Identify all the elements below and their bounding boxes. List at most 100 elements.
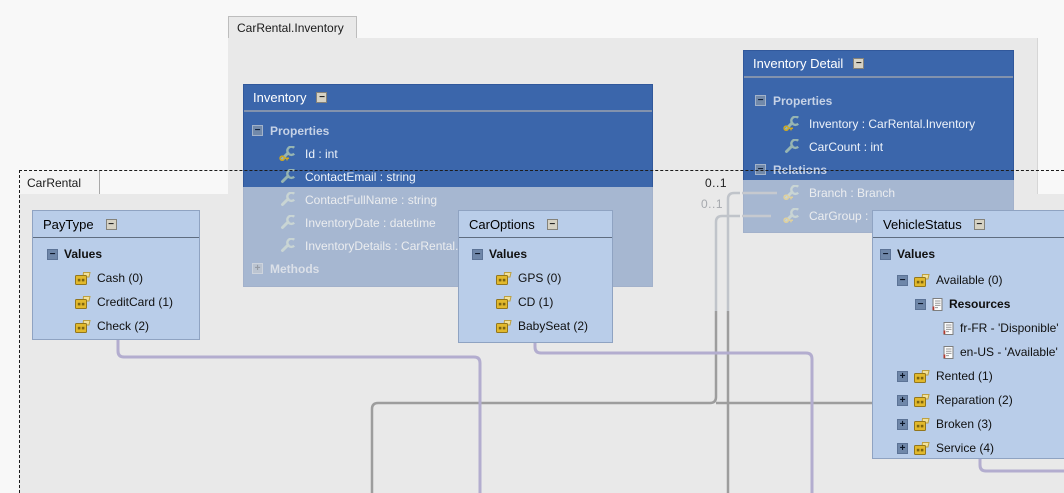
collapse-icon[interactable]: − [915,298,926,310]
connector-caroptions[interactable] [533,340,814,493]
collapse-icon[interactable]: − [755,95,766,106]
compartment-carrental-inventory-tab[interactable]: CarRental.Inventory [228,16,357,38]
enum-value-icon [496,295,512,309]
enum-value-text: Broken (3) [936,417,993,431]
resource-text: fr-FR - 'Disponible' [960,321,1059,335]
enum-value-row[interactable]: − Available (0) [897,268,1002,292]
enum-value-row[interactable]: Check (2) [75,314,149,338]
section-label: Values [64,247,103,261]
expand-icon[interactable]: + [897,370,908,382]
enum-value-text: Reparation (2) [936,393,1013,407]
enum-value-icon [914,273,930,287]
collapse-icon[interactable]: − [105,218,117,230]
resource-row[interactable]: en-US - 'Available' [943,340,1058,364]
section-values[interactable]: − Values [47,242,102,266]
collapse-icon[interactable]: − [472,248,483,260]
enum-paytype-header[interactable]: PayType − [33,211,199,238]
compartment-tab-label: CarRental.Inventory [237,20,344,35]
enum-value-icon [75,319,91,333]
section-label: Values [489,247,528,261]
enum-value-row[interactable]: + Service (4) [897,436,995,458]
enum-value-text: Check (2) [97,319,150,333]
section-label: Resources [949,297,1011,311]
property-icon [782,138,802,155]
property-icon [278,168,298,185]
enum-paytype-title: PayType [43,216,94,232]
multiplicity-label: 0..1 [701,197,724,211]
enum-value-row[interactable]: BabySeat (2) [496,314,588,338]
compartment-tab-label: CarRental [27,175,82,190]
expand-icon[interactable]: + [897,418,908,430]
multiplicity-label: 0..1 [705,176,728,190]
enum-value-text: Service (4) [936,441,995,455]
collapse-icon[interactable]: − [252,125,263,136]
entity-inventory-header[interactable]: Inventory − [244,85,652,112]
property-row[interactable]: CarCount : int [782,135,883,158]
enum-value-icon [914,441,930,455]
connector-cargroup-lower[interactable] [370,311,718,493]
collapse-icon[interactable]: − [546,218,558,230]
property-text: ContactEmail : string [305,169,416,184]
section-values[interactable]: − Values [472,242,527,266]
connector-paytype[interactable] [116,340,482,493]
document-icon [932,297,943,311]
property-row[interactable]: ContactEmail : string [278,165,416,188]
section-properties[interactable]: − Properties [755,89,832,112]
enum-paytype[interactable]: PayType − − Values Cash (0) CreditCard (… [32,210,200,340]
section-relations[interactable]: − Relations [755,158,827,181]
enum-value-text: Cash (0) [97,271,144,285]
connector-cargroup-upper[interactable] [714,214,740,311]
enum-value-row[interactable]: + Rented (1) [897,364,993,388]
carrental-border-top [19,170,1064,171]
collapse-icon[interactable]: − [316,92,328,103]
enum-value-row[interactable]: CD (1) [496,290,553,314]
enum-value-row[interactable]: GPS (0) [496,266,561,290]
enum-caroptions[interactable]: CarOptions − − Values GPS (0) CD (1) Bab… [458,210,613,343]
collapse-icon[interactable]: − [897,274,908,286]
property-text: CarCount : int [809,139,884,154]
connector-branch-upper[interactable] [726,191,740,311]
section-values[interactable]: − Values [880,242,935,266]
collapse-icon[interactable]: − [880,248,891,260]
carrental-border-left [19,170,20,493]
property-text: Inventory : CarRental.Inventory [809,116,976,131]
section-resources[interactable]: − Resources [915,292,1010,316]
collapse-icon[interactable]: − [47,248,58,260]
enum-vehiclestatus-header[interactable]: VehicleStatus − [873,211,1064,238]
property-row[interactable]: Id : int [278,142,338,165]
document-icon [943,321,954,335]
property-row[interactable]: Inventory : CarRental.Inventory [782,112,975,135]
enum-value-icon [75,295,91,309]
enum-value-icon [496,319,512,333]
expand-icon[interactable]: + [897,394,908,406]
section-label: Relations [773,162,828,177]
connector-vehiclestatus[interactable] [978,459,1064,473]
resource-text: en-US - 'Available' [960,345,1058,359]
section-label: Properties [773,93,833,108]
entity-inventory-detail-title: Inventory Detail [753,56,844,71]
enum-caroptions-header[interactable]: CarOptions − [459,211,612,238]
entity-inventory-detail-header[interactable]: Inventory Detail − [744,51,1013,78]
enum-value-row[interactable]: Cash (0) [75,266,143,290]
enum-value-text: CreditCard (1) [97,295,174,309]
compartment-carrental-tab[interactable]: CarRental [20,171,100,194]
enum-value-icon [75,271,91,285]
expand-icon[interactable]: + [897,442,908,454]
section-properties[interactable]: − Properties [252,119,329,142]
property-key-icon [278,145,298,162]
collapse-icon[interactable]: − [973,218,985,230]
section-label: Values [897,247,936,261]
enum-value-icon [914,417,930,431]
enum-value-text: BabySeat (2) [518,319,589,333]
enum-value-row[interactable]: + Broken (3) [897,412,992,436]
enum-value-row[interactable]: CreditCard (1) [75,290,173,314]
resource-row[interactable]: fr-FR - 'Disponible' [943,316,1059,340]
document-icon [943,345,954,359]
collapse-icon[interactable]: − [853,58,865,69]
collapse-icon[interactable]: − [755,164,766,175]
enum-value-row[interactable]: + Reparation (2) [897,388,1013,412]
enum-vehiclestatus[interactable]: VehicleStatus − − Values − Available (0)… [872,210,1064,459]
